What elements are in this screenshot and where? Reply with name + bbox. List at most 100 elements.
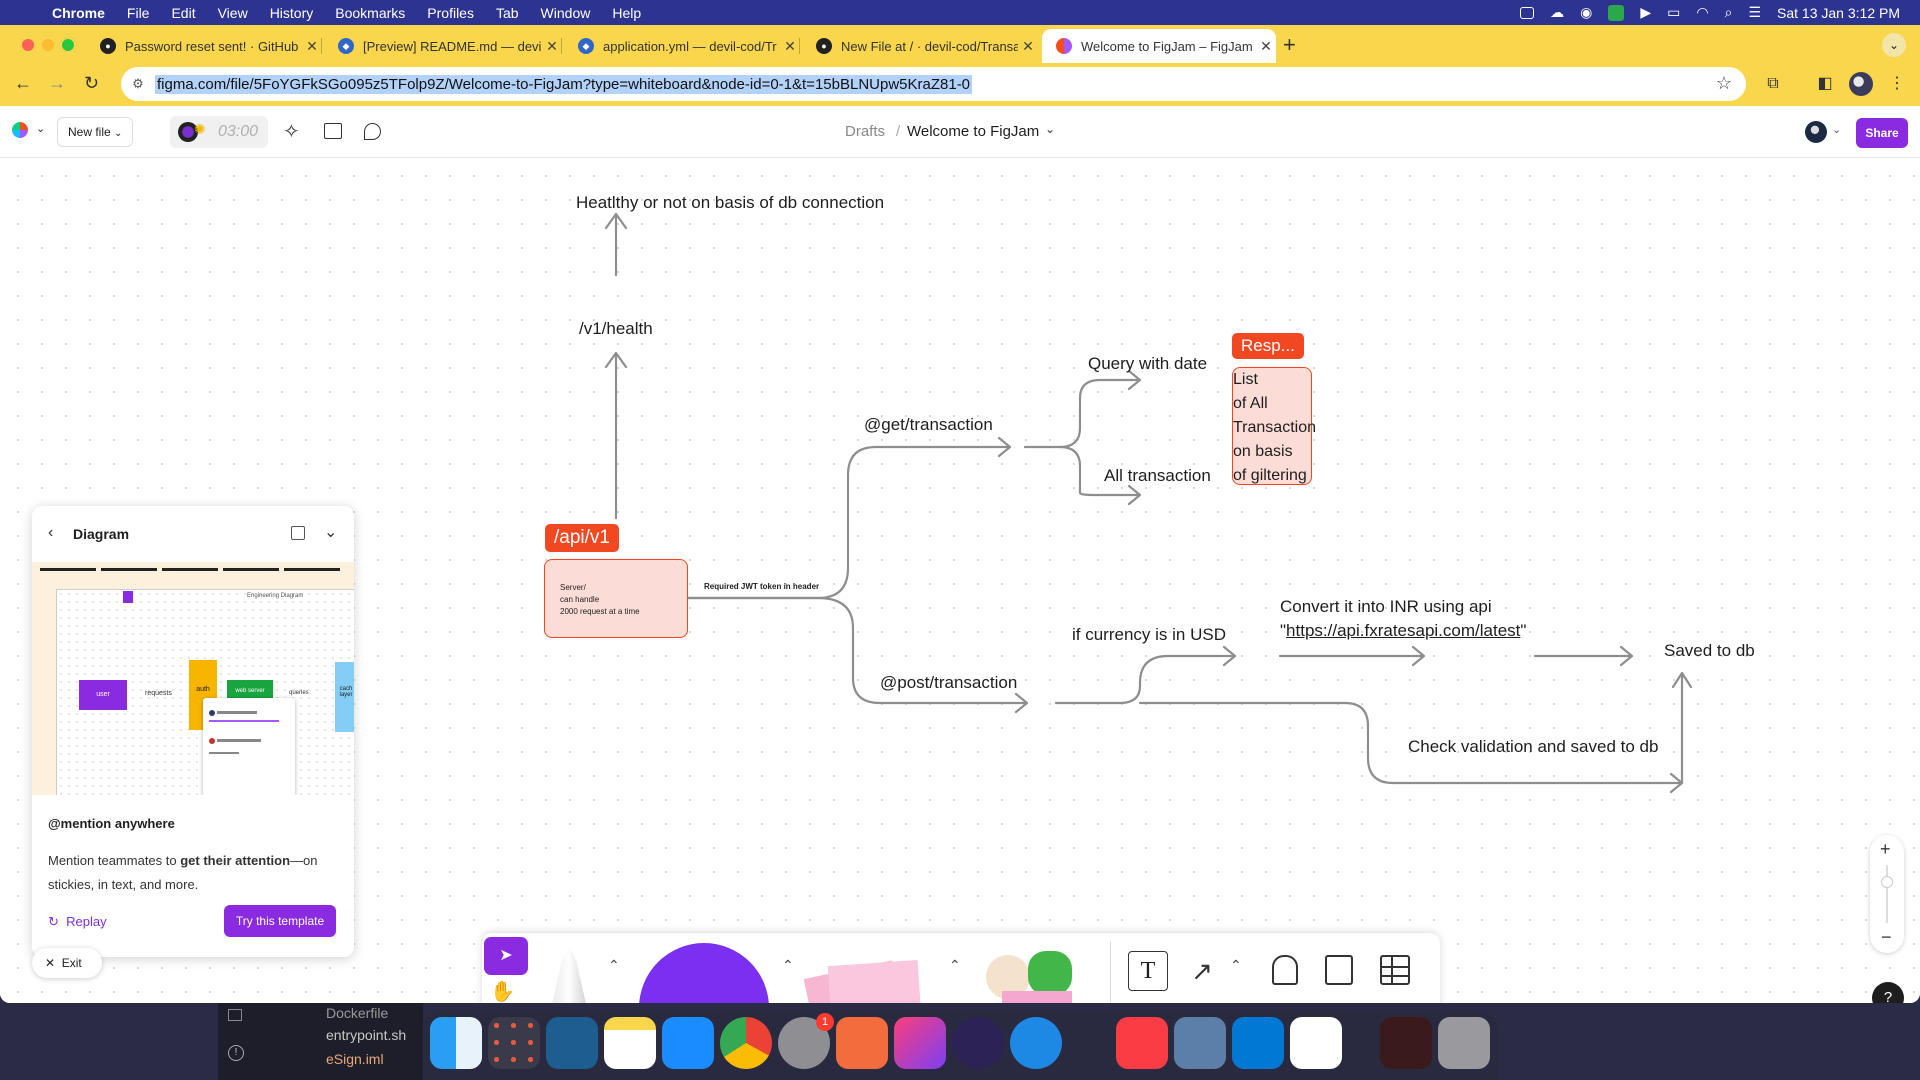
address-bar[interactable]: ⚙ figma.com/file/5FoYGFkSGo095z5TFolp9Z/… bbox=[121, 67, 1746, 101]
chevron-up-icon[interactable]: ⌃ bbox=[949, 957, 961, 973]
menu-tab[interactable]: Tab bbox=[495, 4, 519, 21]
jwt-label[interactable]: Required JWT token in header bbox=[704, 582, 820, 591]
chevron-up-icon[interactable]: ⌃ bbox=[608, 957, 620, 973]
ide-file-item[interactable]: Dockerfile bbox=[326, 1005, 389, 1021]
battery-icon[interactable]: ▭ bbox=[1667, 4, 1681, 20]
sync-icon[interactable]: ◉ bbox=[1580, 4, 1593, 20]
menu-help[interactable]: Help bbox=[612, 4, 642, 21]
query-with-date-label[interactable]: Query with date bbox=[1088, 354, 1208, 373]
chevron-up-icon[interactable]: ⌃ bbox=[1230, 957, 1242, 973]
saved-to-db-label[interactable]: Saved to db bbox=[1664, 641, 1755, 660]
app-store-icon[interactable] bbox=[662, 1017, 714, 1069]
menu-file[interactable]: File bbox=[126, 4, 150, 21]
section-tool-button[interactable] bbox=[1325, 955, 1353, 985]
menu-view[interactable]: View bbox=[217, 4, 248, 21]
status-app-icon[interactable] bbox=[1520, 6, 1535, 19]
template-preview[interactable]: Engineering Diagram user requests auth w… bbox=[32, 562, 354, 795]
back-icon[interactable]: ← bbox=[14, 73, 32, 93]
forward-icon[interactable]: → bbox=[48, 73, 66, 93]
breadcrumb-drafts[interactable]: Drafts bbox=[845, 123, 886, 140]
connector-tool-button[interactable]: ↗ bbox=[1191, 956, 1213, 986]
convert-inr-label[interactable]: Convert it into INR using api "https://a… bbox=[1280, 595, 1526, 643]
close-tab-icon[interactable]: ✕ bbox=[784, 37, 796, 54]
validation-label[interactable]: Check validation and saved to db bbox=[1408, 737, 1659, 756]
control-center-icon[interactable]: ☰ bbox=[1748, 4, 1762, 20]
trash-icon[interactable] bbox=[1438, 1017, 1490, 1069]
zoom-out-icon[interactable]: − bbox=[1881, 927, 1892, 947]
postman-icon[interactable] bbox=[836, 1017, 888, 1069]
close-tab-icon[interactable]: ✕ bbox=[546, 37, 558, 54]
intellij-icon[interactable] bbox=[894, 1017, 946, 1069]
back-chevron-icon[interactable]: ‹ bbox=[48, 524, 54, 541]
maximize-window-button[interactable] bbox=[62, 39, 74, 51]
close-tab-icon[interactable]: ✕ bbox=[1022, 37, 1034, 54]
close-window-button[interactable] bbox=[22, 39, 34, 51]
play-icon[interactable]: ▶ bbox=[1640, 4, 1652, 20]
user-avatar[interactable] bbox=[1805, 121, 1827, 143]
launchpad-icon[interactable] bbox=[488, 1017, 540, 1069]
mysql-workbench-icon[interactable] bbox=[546, 1017, 598, 1069]
minimize-window-button[interactable] bbox=[42, 39, 54, 51]
chrome-menu-icon[interactable]: ⋮ bbox=[1889, 75, 1905, 92]
expand-icon[interactable] bbox=[291, 526, 305, 540]
url-text[interactable]: figma.com/file/5FoYGFkSGo095z5TFolp9Z/We… bbox=[155, 74, 973, 94]
reload-icon[interactable]: ↻ bbox=[84, 73, 100, 93]
share-button[interactable]: Share bbox=[1856, 118, 1908, 148]
new-tab-button[interactable]: + bbox=[1283, 32, 1296, 57]
marker-tool[interactable] bbox=[550, 945, 588, 1003]
server-box[interactable]: Server/ can handle 2000 request at a tim… bbox=[544, 559, 688, 638]
tab-github-reset[interactable]: ● Password reset sent! · GitHub ✕ bbox=[86, 29, 322, 63]
comment-icon[interactable] bbox=[364, 123, 381, 140]
ide-file-item[interactable]: entrypoint.sh bbox=[326, 1027, 407, 1043]
template-library-icon[interactable] bbox=[324, 123, 342, 139]
tab-figjam[interactable]: Welcome to FigJam – FigJam ✕ bbox=[1042, 29, 1276, 63]
zoom-control[interactable]: + − bbox=[1870, 835, 1904, 953]
zoom-in-icon[interactable]: + bbox=[1880, 839, 1891, 859]
replay-button[interactable]: ↻ Replay bbox=[48, 914, 107, 930]
exit-button[interactable]: ✕ Exit bbox=[32, 948, 102, 978]
clock[interactable]: Sat 13 Jan 3:12 PM bbox=[1777, 4, 1900, 21]
close-tab-icon[interactable]: ✕ bbox=[1260, 37, 1272, 54]
chevron-up-icon[interactable]: ⌃ bbox=[782, 957, 794, 973]
fxrates-api-link[interactable]: https://api.fxratesapi.com/latest bbox=[1286, 621, 1521, 640]
spotlight-search-icon[interactable]: ⌕ bbox=[1724, 4, 1733, 20]
figjam-menu-icon[interactable] bbox=[12, 122, 28, 138]
tab-new-file[interactable]: ● New File at / · devil-cod/Transactio ✕ bbox=[802, 29, 1038, 63]
wifi-icon[interactable]: ◠ bbox=[1696, 4, 1709, 20]
shape-tool-circle[interactable] bbox=[639, 943, 769, 1003]
file-name[interactable]: Welcome to FigJam bbox=[907, 123, 1040, 140]
zoom-slider-handle[interactable] bbox=[1881, 876, 1893, 888]
tab-application-yml[interactable]: ◆ application.yml — devil-cod/Tr ✕ bbox=[564, 29, 800, 63]
sticky-note-tool[interactable] bbox=[800, 951, 923, 1003]
slack-icon[interactable] bbox=[1290, 1017, 1342, 1069]
tab-search-button[interactable]: ⌄ bbox=[1882, 33, 1906, 57]
health-title[interactable]: Heatlthy or not on basis of db connectio… bbox=[576, 193, 885, 212]
menu-history[interactable]: History bbox=[269, 4, 314, 21]
text-tool-button[interactable]: T bbox=[1128, 951, 1168, 991]
ide-file-item[interactable]: eSign.iml bbox=[326, 1051, 384, 1067]
post-transaction-label[interactable]: @post/transaction bbox=[880, 673, 1018, 692]
chevron-down-icon[interactable]: ⌄ bbox=[1045, 122, 1056, 136]
get-transaction-label[interactable]: @get/transaction bbox=[864, 415, 993, 434]
help-button[interactable]: ? bbox=[1872, 982, 1904, 1003]
site-info-icon[interactable]: ⚙ bbox=[132, 76, 144, 91]
timer-widget[interactable]: ✺ 03:00 bbox=[170, 116, 268, 148]
bookmark-star-icon[interactable]: ☆ bbox=[1715, 73, 1732, 93]
zoom-slider[interactable] bbox=[1886, 865, 1888, 923]
chevron-down-icon[interactable]: ⌄ bbox=[1832, 124, 1842, 136]
chrome-icon[interactable] bbox=[720, 1017, 772, 1069]
new-file-button[interactable]: New file ⌄ bbox=[57, 117, 133, 147]
vscode-icon[interactable] bbox=[1232, 1017, 1284, 1069]
api-v1-label[interactable]: /api/v1 bbox=[545, 524, 619, 552]
profile-avatar[interactable] bbox=[1849, 72, 1873, 96]
music-icon[interactable] bbox=[1116, 1017, 1168, 1069]
extensions-icon[interactable]: ⧉ bbox=[1767, 75, 1779, 92]
stamp-tool-button[interactable] bbox=[1272, 955, 1298, 985]
menu-window[interactable]: Window bbox=[540, 4, 591, 21]
green-app-icon[interactable] bbox=[1608, 4, 1625, 21]
menu-bookmarks[interactable]: Bookmarks bbox=[335, 4, 406, 21]
try-template-button[interactable]: Try this template bbox=[224, 905, 336, 937]
collapse-chevron-icon[interactable]: ⌄ bbox=[324, 524, 338, 541]
usd-condition-label[interactable]: if currency is in USD bbox=[1072, 625, 1226, 644]
close-tab-icon[interactable]: ✕ bbox=[306, 37, 318, 54]
